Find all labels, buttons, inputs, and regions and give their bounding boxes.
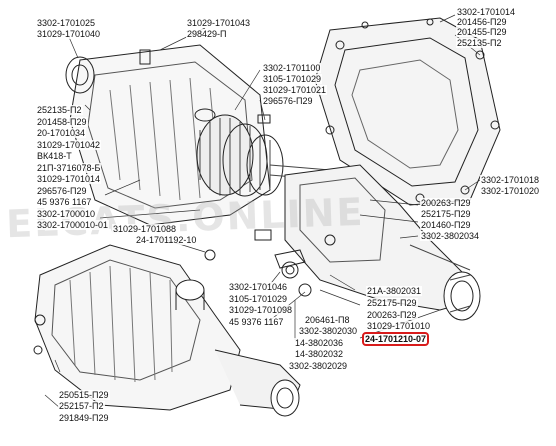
part-label[interactable]: 298429-П [186,29,228,39]
part-label[interactable]: 3302-1701020 [480,186,541,196]
part-label[interactable]: 31029-1701088 [112,224,178,234]
part-label[interactable]: 296576-П29 [262,96,314,106]
part-label[interactable]: 291849-П29 [58,413,110,423]
part-label[interactable]: 45 9376 1167 [36,197,93,207]
part-label[interactable]: 200263-П29 [420,198,472,208]
part-label[interactable]: ВК418-Т [36,151,73,161]
gear-cluster [194,108,331,197]
part-label[interactable]: 31029-1701042 [36,140,102,150]
part-label[interactable]: 201456-П29 [456,17,508,27]
highlighted-part-label[interactable]: 24-1701210-07 [361,332,430,346]
part-label[interactable]: 3302-1701014 [456,7,517,17]
part-label[interactable]: 252175-П29 [420,209,472,219]
part-label[interactable]: 3302-1700010-01 [36,220,110,230]
part-label[interactable]: 3302-3802029 [288,361,349,371]
part-label[interactable]: 31029-1701010 [366,321,432,331]
part-label[interactable]: 3302-1701025 [36,18,97,28]
part-label[interactable]: 252157-П2 [58,401,105,411]
part-label[interactable]: 3302-1701018 [480,175,541,185]
part-label[interactable]: 31029-1701021 [262,85,328,95]
assembled-gearbox [33,244,301,417]
part-label[interactable]: 3105-1701029 [262,74,323,84]
small-parts [204,114,336,297]
part-label[interactable]: 14-3802036 [294,338,345,348]
part-label[interactable]: 31029-1701040 [36,29,102,39]
part-label[interactable]: 296576-П29 [36,186,88,196]
part-label[interactable]: 21П-3716078-Б [36,163,102,173]
part-label[interactable]: 3302-3802034 [420,231,481,241]
part-label[interactable]: 3302-1700010 [36,209,97,219]
part-label[interactable]: 252175-П29 [366,298,418,308]
part-label[interactable]: 24-1701192-10 [135,235,198,245]
part-label[interactable]: 201458-П29 [36,117,88,127]
part-label[interactable]: 206461-П8 [304,315,351,325]
part-label[interactable]: 200263-П29 [366,310,418,320]
extension-housing [284,164,481,321]
part-label[interactable]: 31029-1701014 [36,174,102,184]
part-label[interactable]: 252135-П2 [36,105,83,115]
part-label[interactable]: 21А-3802031 [366,286,423,296]
part-label[interactable]: 45 9376 1167 [228,317,285,327]
part-label[interactable]: 201460-П29 [420,220,472,230]
part-label[interactable]: 3302-3802030 [298,326,359,336]
part-label[interactable]: 3302-1701100 [262,63,322,73]
part-label[interactable]: 201455-П29 [456,27,508,37]
part-label[interactable]: 31029-1701043 [186,18,252,28]
part-label[interactable]: 250515-П29 [58,390,110,400]
part-label[interactable]: 14-3802032 [294,349,345,359]
part-label[interactable]: 31029-1701098 [228,305,294,315]
part-label[interactable]: 252135-П2 [456,38,503,48]
part-label[interactable]: 3105-1701029 [228,294,289,304]
part-label[interactable]: 3302-1701046 [228,282,289,292]
part-label[interactable]: 20-1701034 [36,128,87,138]
